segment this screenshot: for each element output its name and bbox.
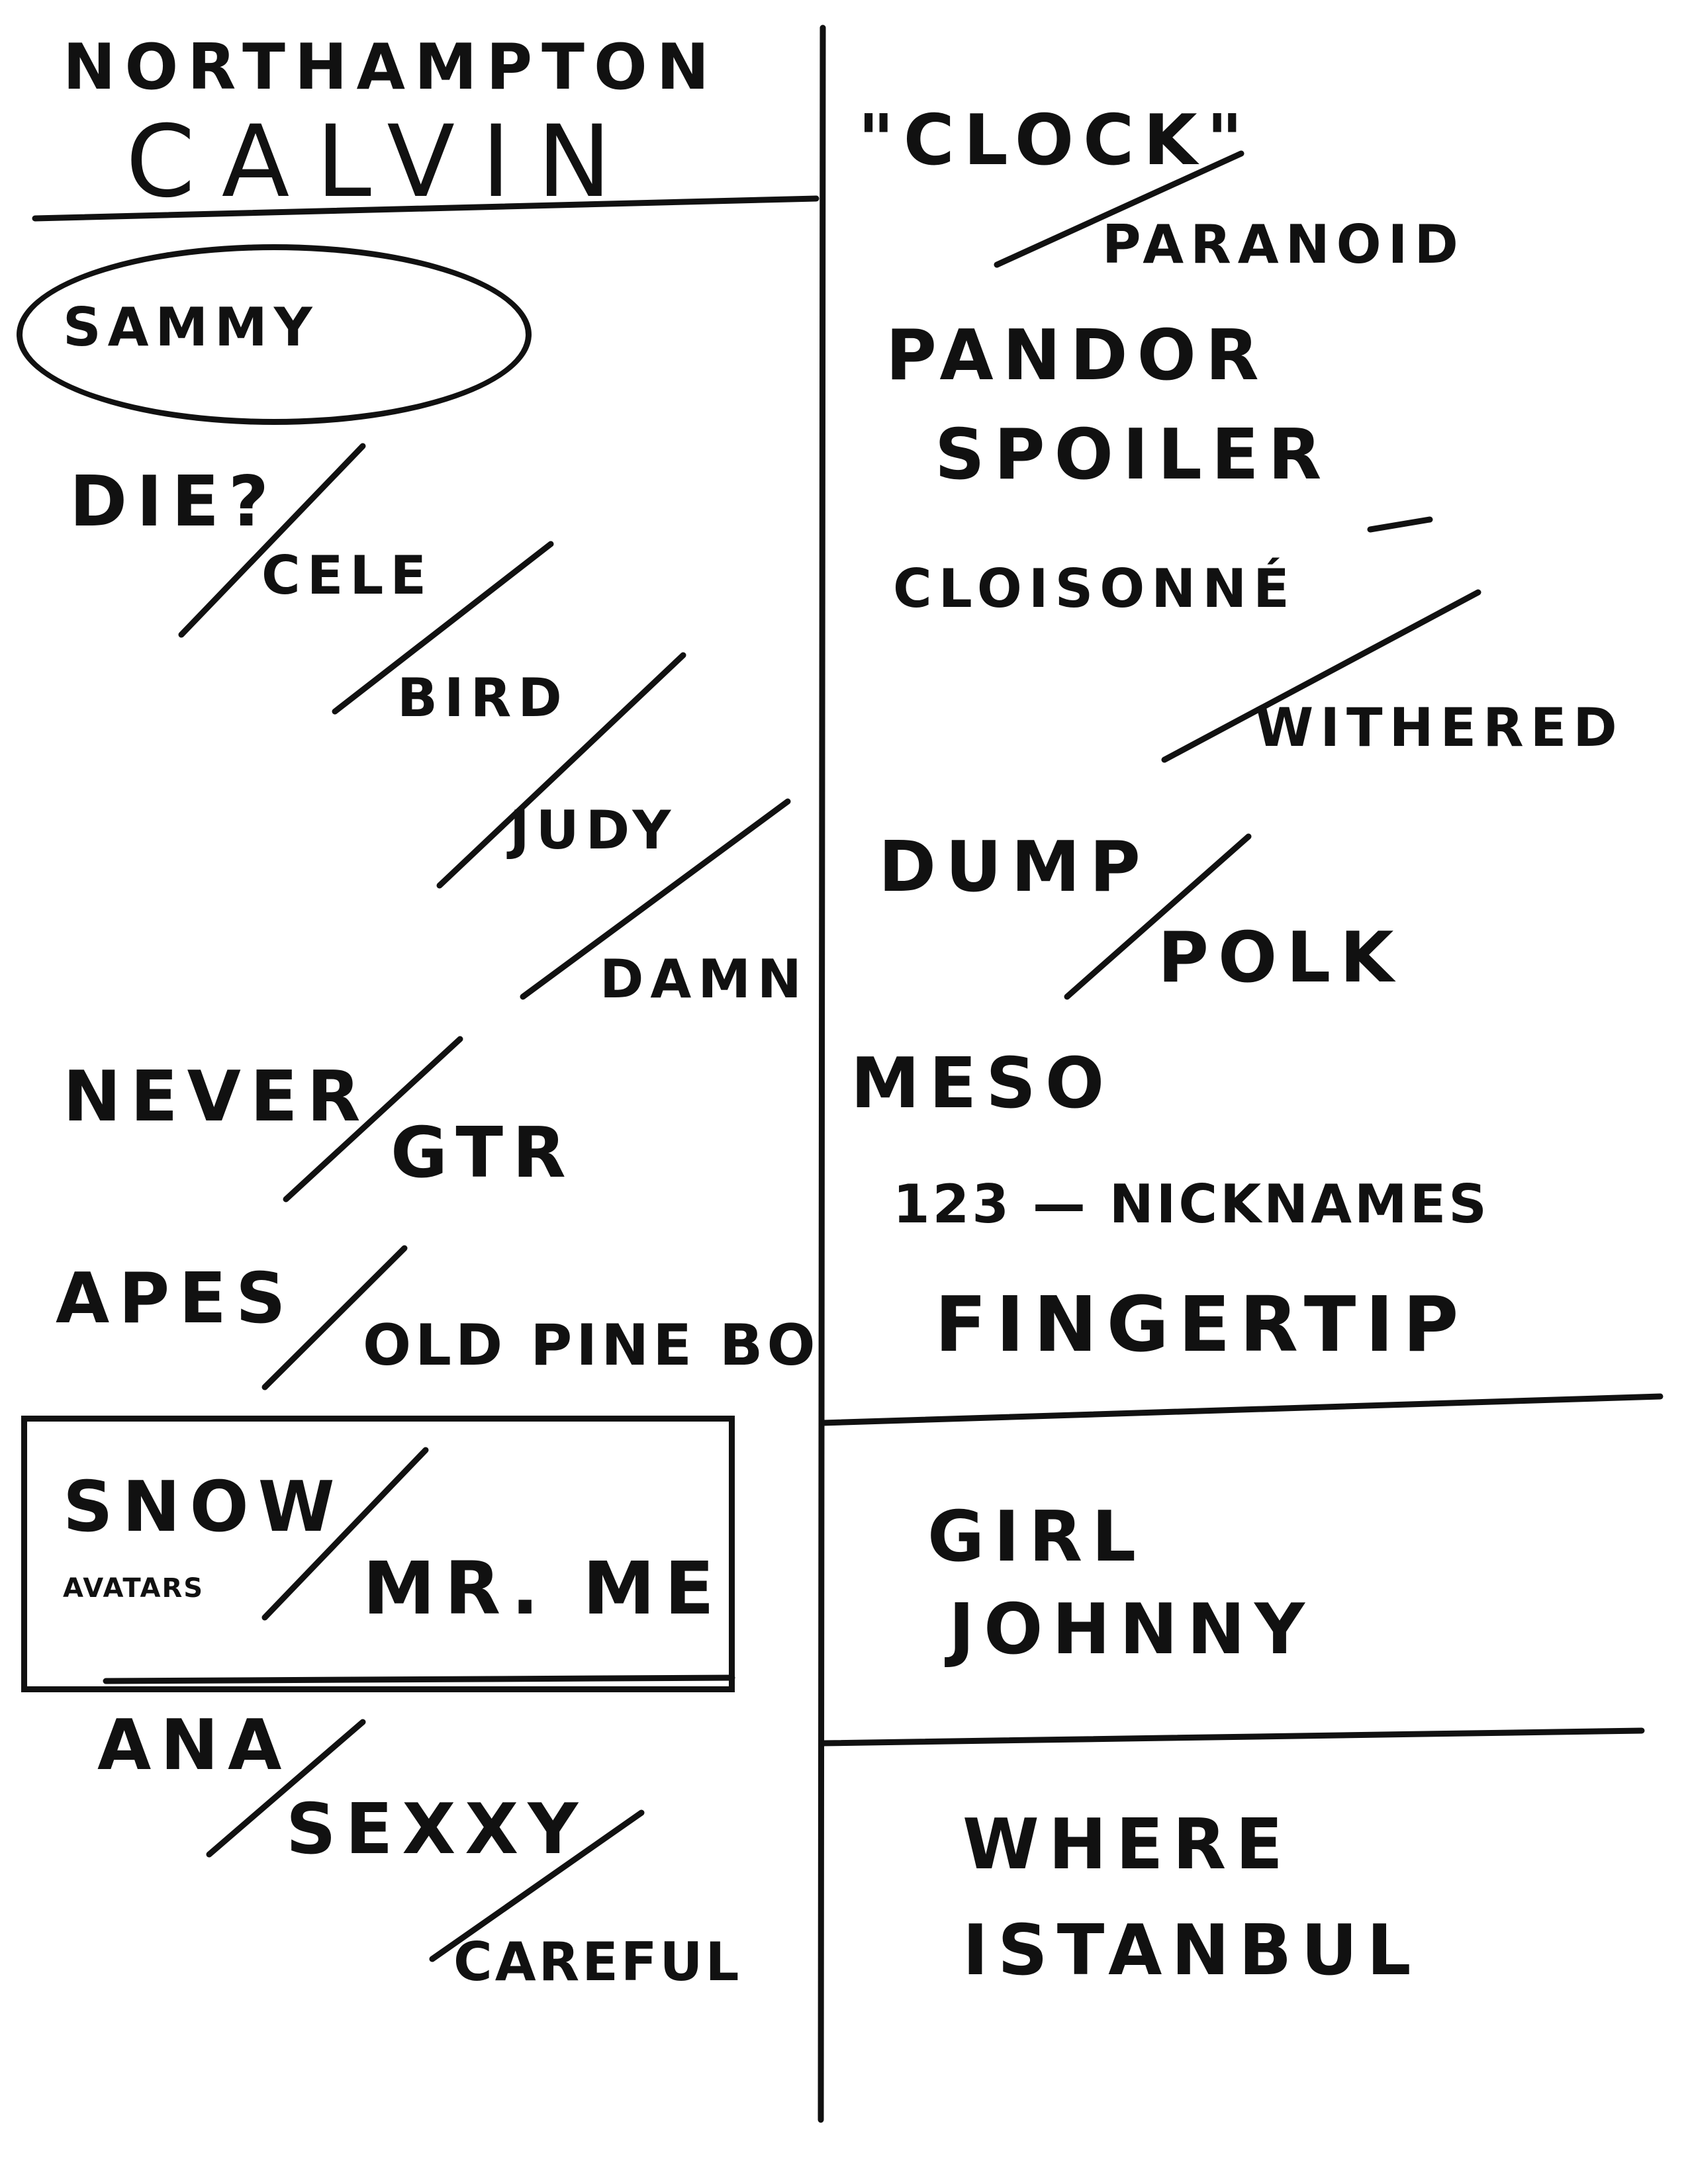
setlist-song: Cloisonné: [893, 558, 1296, 619]
setlist-song: Fingertip: [935, 1281, 1468, 1369]
segue-slash: [520, 798, 791, 1000]
segue-slash: [178, 443, 366, 638]
segue-slash: [206, 1719, 366, 1858]
column-divider: [818, 24, 826, 2123]
setlist-song: Bird: [397, 667, 569, 729]
setlist-song: Ana: [97, 1705, 291, 1786]
encore-song: Girl: [927, 1496, 1146, 1577]
setlist-song: Withered: [1255, 697, 1624, 758]
segue-slash: [261, 1245, 408, 1390]
setlist-song: Careful: [453, 1931, 742, 1993]
opener-circle: [17, 244, 532, 425]
header-underline-stroke: [103, 1674, 735, 1684]
setlist-song: "Clock": [858, 100, 1252, 181]
segue-slash: [429, 1809, 645, 1962]
setlist-song: 123 — Nicknames: [893, 1173, 1489, 1235]
encore-divider-1: [820, 1393, 1664, 1426]
segue-slash: [994, 150, 1244, 268]
setlist-song: Die?: [70, 461, 278, 542]
segue-slash: [436, 652, 686, 889]
setlist-song-note: Avatars: [63, 1573, 205, 1604]
setlist-song: Paranoid: [1102, 214, 1465, 275]
setlist-song: Snow: [63, 1467, 344, 1547]
encore-divider-2: [820, 1727, 1645, 1747]
encore-song: Where: [962, 1804, 1292, 1885]
segue-slash: [1161, 589, 1481, 763]
setlist-song: Dump: [878, 827, 1150, 907]
setlist-song: Pandor: [886, 315, 1268, 396]
setlist-song: Damn: [600, 948, 808, 1010]
setlist-song: Sexxy: [286, 1789, 588, 1870]
encore-song: Istanbul: [962, 1910, 1421, 1991]
setlist-song: Cele: [261, 545, 433, 606]
setlist-song: GTR: [391, 1113, 575, 1193]
encore-song: Johnny: [949, 1589, 1314, 1670]
setlist-song: Old Pine Bo: [363, 1312, 820, 1379]
setlist-song: Apes: [56, 1258, 295, 1339]
setlist-song: Meso: [851, 1043, 1114, 1124]
venue-label: Calvin: [126, 105, 638, 220]
setlist-song: Mr. Me: [363, 1546, 724, 1631]
header-underline: [32, 195, 820, 222]
segue-slash: [261, 1447, 429, 1621]
setlist-song: Sammy: [63, 296, 319, 358]
segue-slash: [283, 1036, 463, 1203]
cloisonne-accent: [1367, 516, 1433, 533]
highlight-box: [21, 1416, 735, 1692]
setlist-song: Spoiler: [935, 414, 1331, 495]
setlist-song: Never: [63, 1056, 370, 1137]
segue-slash: [1064, 833, 1252, 1000]
segue-slash: [332, 541, 554, 715]
setlist-song: Polk: [1158, 917, 1403, 998]
city-label: Northampton: [63, 31, 719, 104]
setlist-song: Judy: [510, 799, 678, 861]
